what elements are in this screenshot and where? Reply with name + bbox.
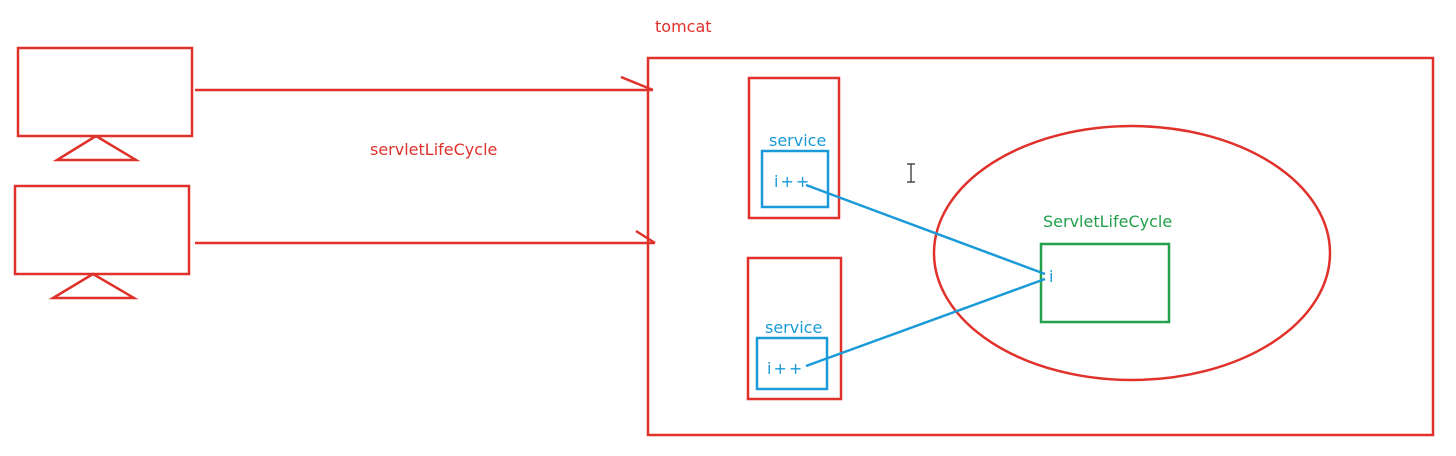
service-label-bottom: service	[765, 318, 822, 337]
connector-bottom	[805, 277, 1046, 368]
text-cursor-icon	[907, 163, 915, 183]
tomcat-container	[646, 56, 1435, 437]
monitor-1-stand	[52, 134, 141, 162]
shared-variable-label: i	[1049, 267, 1053, 286]
tomcat-label: tomcat	[655, 17, 712, 36]
service-box-bottom	[755, 336, 829, 391]
service-label-top: service	[769, 131, 826, 150]
counter-label-bottom: i++	[767, 359, 804, 378]
service-box-top	[760, 149, 830, 209]
request-arrow-1	[195, 75, 654, 92]
servlet-life-cycle-title: ServletLifeCycle	[1043, 212, 1172, 231]
servlet-life-cycle-box	[1039, 242, 1171, 324]
request-arrow-2	[195, 229, 656, 245]
connector-top	[805, 183, 1046, 276]
monitor-2-stand	[48, 272, 139, 300]
monitor-1-screen	[16, 46, 194, 138]
servlet-instance-ellipse	[932, 124, 1332, 382]
client-monitor-1	[16, 46, 194, 162]
monitor-2-screen	[13, 184, 191, 276]
thread-box-bottom	[746, 256, 843, 401]
thread-box-top	[747, 76, 841, 220]
servlet-life-cycle-caption: servletLifeCycle	[370, 140, 497, 159]
client-monitor-2	[13, 184, 191, 300]
counter-label-top: i++	[774, 172, 811, 191]
